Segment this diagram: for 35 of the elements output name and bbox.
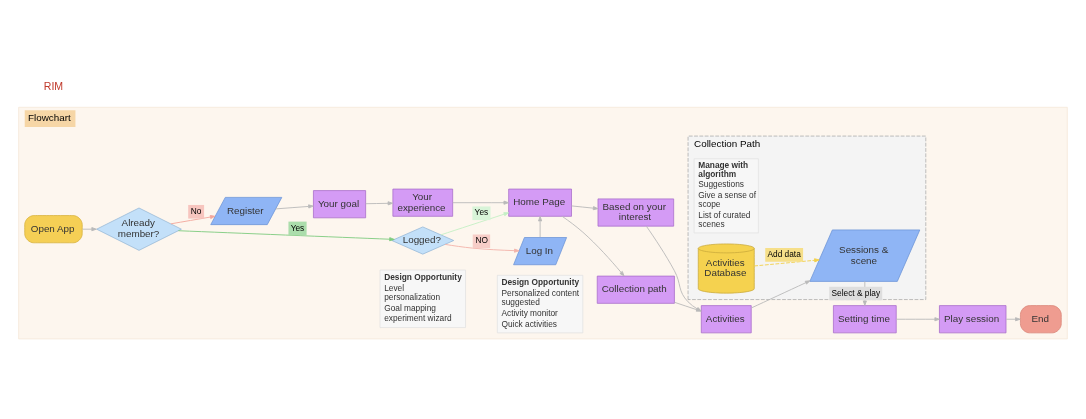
arrow (452, 200, 509, 205)
arrow (170, 215, 216, 225)
node-box: Collection path (596, 275, 675, 304)
arrow (754, 258, 820, 267)
arrow (177, 230, 395, 242)
node-box: Setting time (833, 305, 897, 334)
arrow (538, 215, 543, 238)
arrow (751, 280, 811, 309)
node-box: Your goal (313, 190, 366, 219)
edge-label: Yes (290, 222, 305, 233)
edge-label: Select & play (831, 287, 881, 298)
edge-label: Yes (474, 207, 489, 218)
edge-label: No (190, 205, 202, 216)
node-box: Based on your interest (597, 198, 675, 227)
edge-label: NO (475, 235, 488, 246)
node-diamond: Already member? (96, 207, 182, 251)
node-box: Activities (700, 305, 752, 334)
arrow (571, 205, 599, 211)
arrow (645, 225, 702, 312)
arrow (275, 204, 314, 210)
label: RIM (43, 80, 64, 93)
node-box: Your experience (392, 188, 454, 217)
node-box: End (1020, 305, 1062, 334)
arrow (440, 212, 510, 236)
arrow (82, 227, 97, 232)
node-box: Open App (24, 215, 83, 244)
node-box: Home Page (508, 188, 572, 217)
arrow (365, 201, 394, 206)
arrow (1005, 317, 1021, 322)
arrow (895, 317, 940, 322)
edge-label: Add data (767, 249, 801, 260)
arrow (561, 215, 625, 277)
node-box: Play session (939, 305, 1007, 334)
arrow (674, 301, 702, 312)
arrow (444, 243, 520, 253)
